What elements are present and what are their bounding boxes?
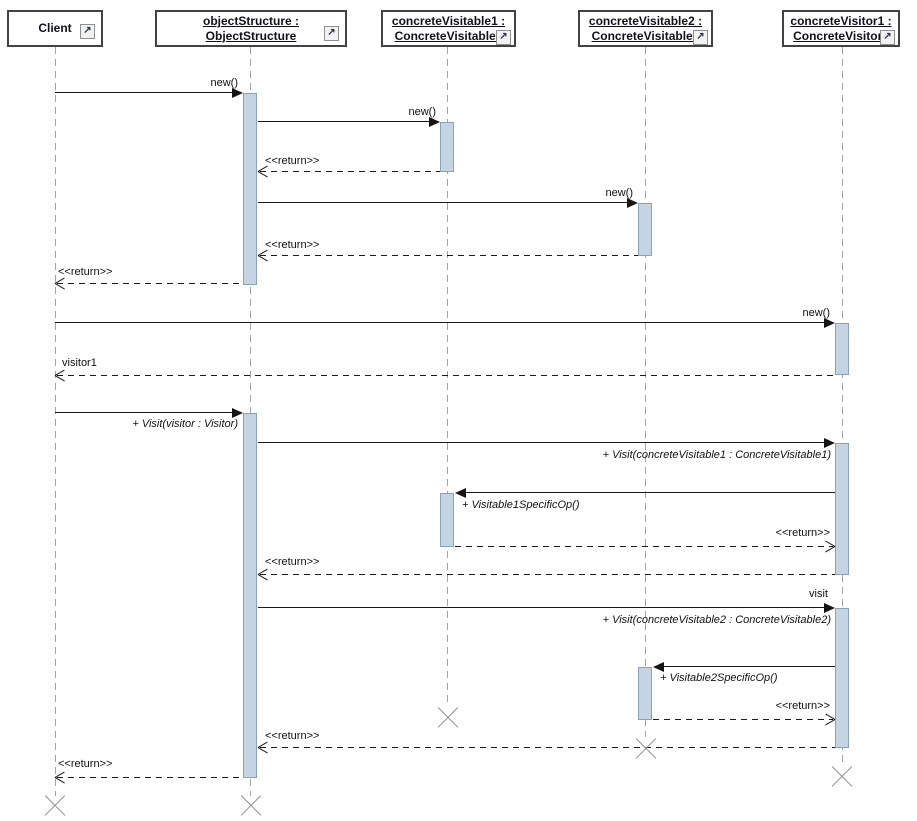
participant-name: ConcreteVisitable2: [591, 28, 700, 43]
participant-name: concreteVisitor1 :: [790, 14, 892, 29]
participant-name: concreteVisitable1 :: [391, 14, 506, 29]
return-line: [455, 546, 833, 548]
lifeline-client: [54, 47, 56, 796]
participant-name: objectStructure :: [202, 14, 299, 29]
activation-concretevisitable1-1: [440, 122, 454, 172]
message-label: + Visit(concreteVisitable1 : ConcreteVis…: [602, 449, 831, 461]
sync-arrowhead-icon: [653, 662, 664, 672]
message-label: + Visitable2SpecificOp(): [660, 672, 778, 684]
open-specification-icon[interactable]: ↗: [693, 30, 708, 45]
participant-name: Client: [38, 21, 72, 36]
lifeline-concretevisitor1: [841, 47, 843, 765]
activation-concretevisitor1-3: [835, 608, 849, 748]
message-line-visit-call: [55, 412, 233, 414]
message-label: <<return>>: [265, 730, 320, 742]
message-line-visit-dispatch-2: [258, 607, 825, 609]
participant-name: ConcreteVisitor1: [793, 28, 889, 43]
return-line: [57, 777, 243, 779]
message-line-visit-dispatch-1: [258, 442, 825, 444]
lifeline-end-x-icon: [239, 794, 263, 818]
return-line: [260, 747, 835, 749]
sync-arrowhead-icon: [824, 603, 835, 613]
message-label: <<return>>: [265, 155, 320, 167]
message-line-visitable2-specific-op: [664, 666, 835, 668]
message-line-new-objectstructure: [55, 92, 233, 94]
message-line-visitable1-specific-op: [466, 492, 835, 494]
participant-box-concretevisitable2[interactable]: concreteVisitable2 : ConcreteVisitable2 …: [578, 10, 713, 47]
return-line: [57, 375, 835, 377]
activation-objectstructure-1: [243, 93, 257, 285]
message-label: new(): [210, 77, 238, 89]
open-specification-icon[interactable]: ↗: [80, 24, 95, 39]
message-name-label: visit: [809, 588, 828, 600]
lifeline-end-x-icon: [43, 794, 67, 818]
sync-arrowhead-icon: [824, 318, 835, 328]
sync-arrowhead-icon: [627, 198, 638, 208]
message-label: <<return>>: [265, 239, 320, 251]
return-line: [260, 171, 440, 173]
sync-arrowhead-icon: [455, 488, 466, 498]
open-specification-icon[interactable]: ↗: [324, 26, 339, 41]
return-line: [260, 574, 835, 576]
return-line: [57, 283, 243, 285]
lifeline-concretevisitable1: [447, 47, 448, 706]
sync-arrowhead-icon: [824, 438, 835, 448]
message-label: <<return>>: [58, 266, 113, 278]
sync-arrowhead-icon: [232, 408, 243, 418]
activation-concretevisitable2-2: [638, 667, 652, 720]
lifeline-concretevisitable2: [645, 47, 646, 737]
activation-objectstructure-2: [243, 413, 257, 778]
open-specification-icon[interactable]: ↗: [880, 30, 895, 45]
participant-name: ConcreteVisitable1: [394, 28, 503, 43]
message-label: <<return>>: [775, 700, 830, 712]
lifeline-end-x-icon: [830, 765, 854, 789]
activation-concretevisitor1-1: [835, 323, 849, 375]
activation-concretevisitable1-2: [440, 493, 454, 547]
open-specification-icon[interactable]: ↗: [496, 30, 511, 45]
participant-box-objectstructure[interactable]: objectStructure : ObjectStructure ↗: [155, 10, 347, 47]
return-line: [653, 719, 833, 721]
message-line-new-visitable1: [258, 121, 430, 123]
message-label: <<return>>: [58, 758, 113, 770]
message-label: new(): [605, 187, 633, 199]
lifeline-end-x-icon: [634, 737, 658, 761]
participant-name: concreteVisitable2 :: [588, 14, 703, 29]
message-label: visitor1: [62, 357, 97, 369]
participant-box-concretevisitable1[interactable]: concreteVisitable1 : ConcreteVisitable1 …: [381, 10, 516, 47]
message-label: new(): [802, 307, 830, 319]
participant-name: ObjectStructure: [205, 28, 297, 43]
message-label: new(): [408, 106, 436, 118]
message-label: + Visit(concreteVisitable2 : ConcreteVis…: [602, 614, 831, 626]
participant-box-client[interactable]: Client ↗: [7, 10, 103, 47]
participant-box-concretevisitor1[interactable]: concreteVisitor1 : ConcreteVisitor1 ↗: [782, 10, 900, 47]
message-label: <<return>>: [775, 527, 830, 539]
message-line-new-visitable2: [258, 202, 628, 204]
sync-arrowhead-icon: [429, 117, 440, 127]
message-label: + Visitable1SpecificOp(): [462, 499, 580, 511]
activation-concretevisitor1-2: [835, 443, 849, 575]
message-line-new-visitor1: [55, 322, 825, 324]
message-label: <<return>>: [265, 556, 320, 568]
sync-arrowhead-icon: [232, 88, 243, 98]
activation-concretevisitable2-1: [638, 203, 652, 256]
lifeline-end-x-icon: [436, 706, 460, 730]
message-label: + Visit(visitor : Visitor): [132, 418, 238, 430]
return-line: [260, 255, 638, 257]
